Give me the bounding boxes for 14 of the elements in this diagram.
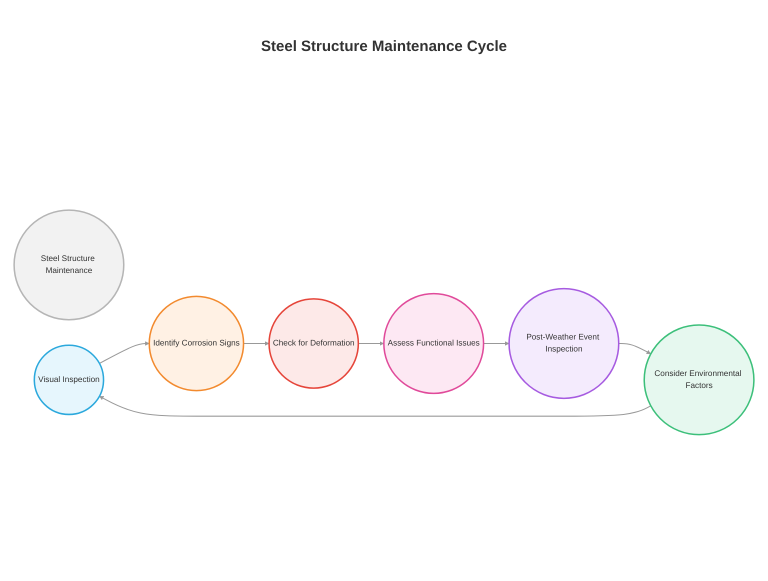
node-circle: Steel Structure Maintenance: [13, 209, 125, 321]
node-circle: Consider Environmental Factors: [643, 324, 755, 436]
arrow: [358, 341, 384, 346]
node-circle: Check for Deformation: [268, 298, 360, 390]
diagram-title: Steel Structure Maintenance Cycle: [260, 38, 508, 55]
arrow: [99, 396, 652, 417]
arrow: [484, 341, 510, 346]
node-circle: Identify Corrosion Signs: [148, 296, 244, 392]
arrow: [244, 341, 270, 346]
arrow: [99, 341, 150, 364]
node-circle: Visual Inspection: [34, 344, 104, 416]
node-circle: Post-Weather Event Inspection: [508, 288, 620, 400]
node-circle: Assess Functional Issues: [383, 293, 484, 394]
arrow: [618, 343, 651, 354]
